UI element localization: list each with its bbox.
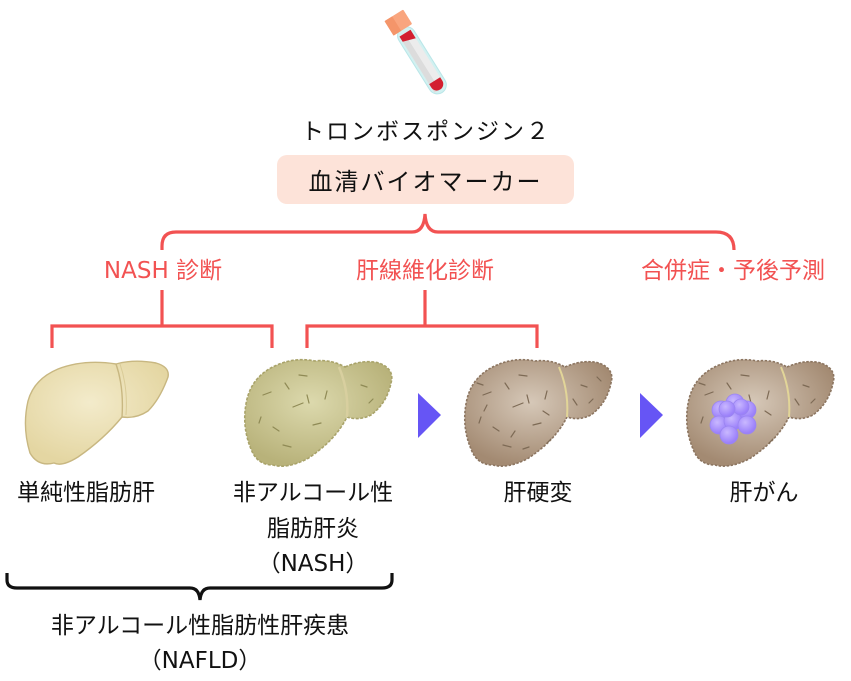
group-label-nafld-line1: 非アルコール性脂肪性肝疾患 — [50, 613, 350, 639]
nash-liver-illustration — [243, 358, 393, 467]
marker-title: トロンボスポンジン２ — [301, 119, 551, 145]
progression-arrow-icon — [640, 393, 663, 438]
biomarker-pill: 血清バイオマーカー — [277, 155, 574, 204]
fatty-liver-illustration — [24, 360, 169, 465]
cirrhosis-liver-illustration — [463, 358, 613, 467]
use-label-nash-diagnosis: NASH 診断 — [103, 258, 223, 284]
liver-cancer-illustration — [685, 358, 835, 467]
stage-label-nash-line1: 非アルコール性 — [232, 480, 394, 506]
group-label-nafld-line2: （NAFLD） — [138, 648, 262, 674]
biomarker-label: 血清バイオマーカー — [308, 168, 543, 196]
stage-label-nash-line3: （NASH） — [257, 551, 369, 577]
fibrosis-diagnosis-bracket — [305, 290, 539, 348]
use-label-prognosis: 合併症・予後予測 — [641, 258, 825, 284]
stage-label-nash-line2: 脂肪肝炎 — [267, 516, 359, 542]
stage-label-fatty-liver: 単純性脂肪肝 — [17, 480, 155, 506]
nash-diagnosis-bracket — [50, 290, 274, 348]
nafld-brace — [5, 573, 394, 601]
blood-test-tube-icon — [384, 9, 447, 95]
stage-label-cirrhosis: 肝硬変 — [503, 480, 573, 506]
progression-arrow-icon — [418, 393, 441, 438]
biomarker-brace — [160, 213, 736, 251]
tumor-cluster — [709, 393, 757, 445]
use-label-fibrosis-diagnosis: 肝線維化診断 — [356, 258, 494, 284]
stage-label-liver-cancer: 肝がん — [729, 480, 799, 506]
